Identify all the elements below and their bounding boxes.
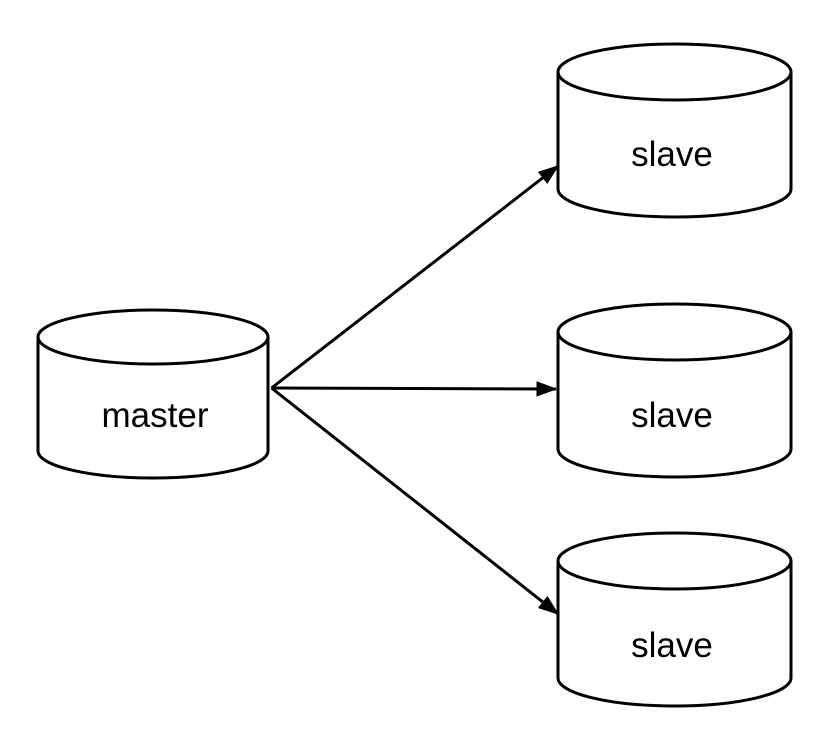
node-slave-bottom: slave — [556, 531, 793, 708]
cylinder-top-rim — [556, 560, 793, 591]
database-cylinder-shape — [556, 531, 793, 708]
database-cylinder-shape — [36, 308, 270, 480]
node-label-master: master — [102, 396, 209, 435]
cylinder-top-rim — [36, 336, 270, 366]
arrow-line-bottom — [270, 386, 559, 616]
edge-master-to-slave-top — [270, 164, 559, 390]
node-slave-top: slave — [556, 42, 793, 219]
arrow-line-middle — [271, 381, 557, 397]
arrow-line-top — [270, 164, 559, 390]
node-slave-middle: slave — [556, 302, 793, 479]
database-cylinder-shape — [556, 42, 793, 219]
edge-master-to-slave-bottom — [270, 386, 559, 616]
node-label-slave-bottom: slave — [631, 626, 713, 665]
edge-master-to-slave-middle — [271, 381, 557, 397]
database-cylinder-shape — [556, 302, 793, 479]
cylinder-top-rim — [556, 71, 793, 102]
node-label-slave-top: slave — [631, 135, 713, 174]
cylinder-top-rim — [556, 331, 793, 362]
node-master: master — [36, 308, 270, 480]
node-label-slave-middle: slave — [631, 396, 713, 435]
